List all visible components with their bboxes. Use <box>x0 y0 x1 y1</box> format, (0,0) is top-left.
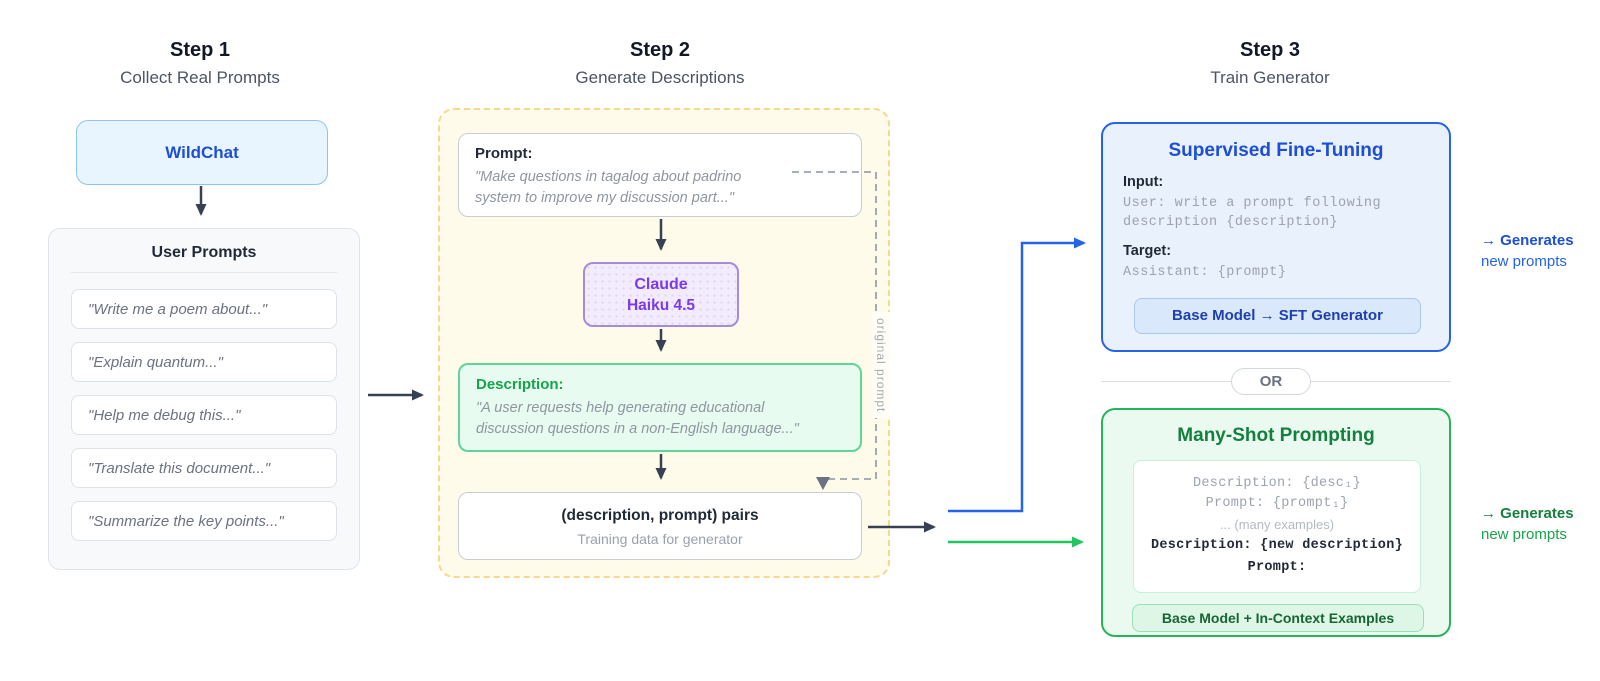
sft-target-label: Target: <box>1123 243 1172 259</box>
user-prompts-divider <box>71 272 337 273</box>
many-shot-generates-line1: → Generates <box>1481 505 1574 522</box>
example-prompt-line: Prompt: {prompt₁} <box>1205 496 1349 511</box>
description-card: Description: "A user requests help gener… <box>458 363 862 452</box>
sft-title: Supervised Fine-Tuning <box>1168 140 1384 161</box>
sft-generates-annotation: → Generates new prompts <box>1481 230 1600 272</box>
step2-header: Step 2 Generate Descriptions <box>500 38 820 89</box>
many-shot-context-card: Description: {desc₁} Prompt: {prompt₁} .… <box>1133 460 1421 593</box>
sft-generates-line1: → Generates <box>1481 232 1574 249</box>
user-prompt-item: "Write me a poem about..." <box>71 289 337 329</box>
step3-subtitle: Train Generator <box>1210 68 1330 87</box>
user-prompts-panel: User Prompts "Write me a poem about...""… <box>48 228 360 570</box>
user-prompt-item: "Translate this document..." <box>71 448 337 488</box>
new-description-line: Description: {new description} <box>1150 538 1404 553</box>
many-examples-ellipsis: ... (many examples) <box>1219 517 1335 532</box>
step2-title: Step 2 <box>629 39 691 61</box>
sft-generator-pill: Base Model → SFT Generator <box>1134 298 1421 334</box>
claude-model-version: Haiku 4.5 <box>626 296 696 314</box>
claude-model-box: Claude Haiku 4.5 <box>583 262 739 327</box>
new-prompt-line: Prompt: <box>1247 560 1307 575</box>
description-card-text: "A user requests help generating educati… <box>476 400 799 437</box>
arrow-pairs-to-sft <box>948 237 1086 513</box>
step1-subtitle: Collect Real Prompts <box>120 68 280 87</box>
sft-input-label: Input: <box>1123 174 1164 190</box>
example-description-line: Description: {desc₁} <box>1192 476 1362 491</box>
step1-title: Step 1 <box>169 39 231 61</box>
in-context-pill: Base Model + In-Context Examples <box>1132 604 1424 632</box>
prompt-card: Prompt: "Make questions in tagalog about… <box>458 133 862 217</box>
sft-input-text: User: write a prompt following descripti… <box>1123 196 1382 230</box>
step2-subtitle: Generate Descriptions <box>575 68 745 87</box>
sft-target-text: Assistant: {prompt} <box>1123 265 1287 280</box>
claude-model-name: Claude <box>634 275 688 293</box>
original-prompt-label: original prompt <box>872 312 890 419</box>
wildchat-box: WildChat <box>76 120 328 185</box>
many-shot-generates-annotation: → Generates new prompts <box>1481 503 1600 545</box>
prompt-card-text: "Make questions in tagalog about padrino… <box>475 169 742 206</box>
or-divider-pill: OR <box>1231 368 1311 395</box>
many-shot-title: Many-Shot Prompting <box>1177 425 1375 446</box>
pairs-card-subtitle: Training data for generator <box>577 531 743 547</box>
step3-title: Step 3 <box>1239 39 1301 61</box>
user-prompt-item: "Explain quantum..." <box>71 342 337 382</box>
pairs-card: (description, prompt) pairs Training dat… <box>458 492 862 560</box>
user-prompts-title: User Prompts <box>151 244 257 261</box>
user-prompt-item: "Summarize the key points..." <box>71 501 337 541</box>
user-prompts-list: "Write me a poem about..." "Explain quant… <box>49 289 359 541</box>
prompt-card-label: Prompt: <box>475 145 533 162</box>
wildchat-label: WildChat <box>165 142 239 162</box>
step1-header: Step 1 Collect Real Prompts <box>40 38 360 89</box>
user-prompt-item: "Help me debug this..." <box>71 395 337 435</box>
many-shot-box: Many-Shot Prompting Description: {desc₁}… <box>1101 408 1451 637</box>
description-card-label: Description: <box>476 376 564 393</box>
many-shot-generates-line2: new prompts <box>1481 526 1567 543</box>
sft-box: Supervised Fine-Tuning Input: User: writ… <box>1101 122 1451 352</box>
sft-generates-line2: new prompts <box>1481 253 1567 270</box>
step3-header: Step 3 Train Generator <box>1110 38 1430 89</box>
pairs-card-title: (description, prompt) pairs <box>561 507 759 524</box>
